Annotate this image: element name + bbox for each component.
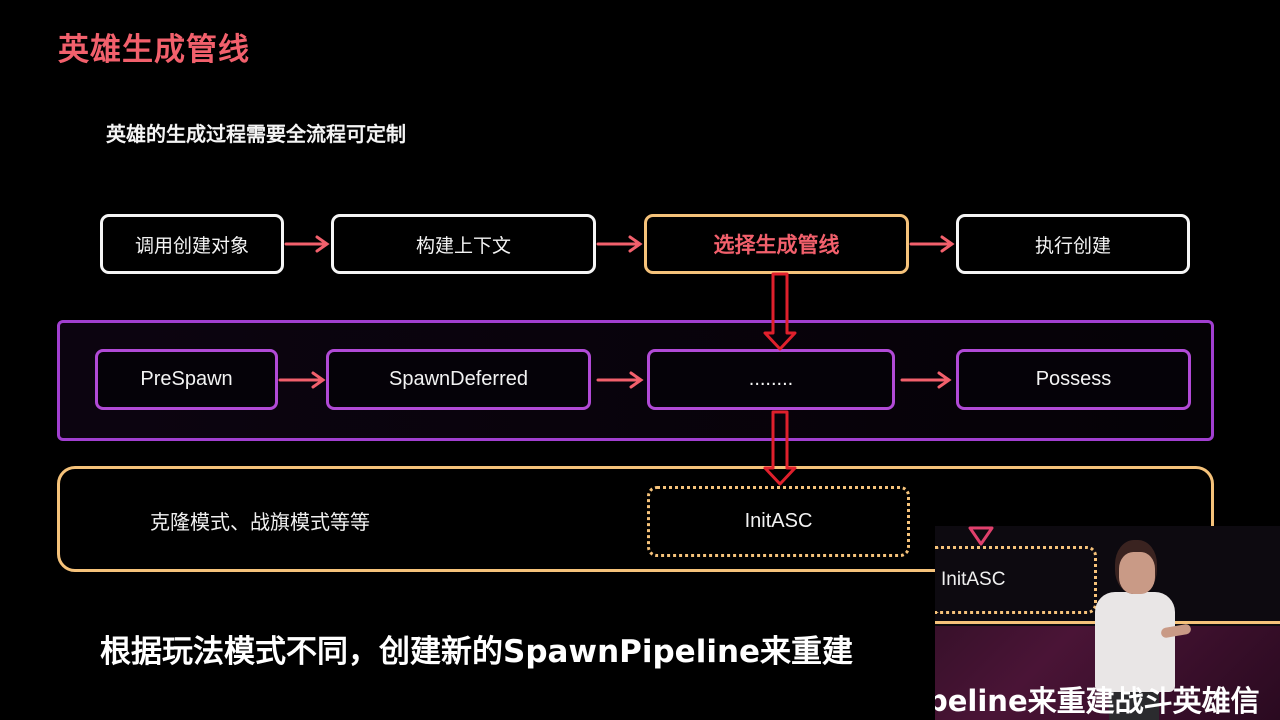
step-label: 选择生成管线	[713, 233, 840, 257]
down-arrow-icon	[763, 272, 797, 351]
step-label: 调用创建对象	[134, 234, 249, 257]
step-label: 执行创建	[1034, 234, 1111, 257]
slide-subtitle: 英雄的生成过程需要全流程可定制	[106, 122, 406, 146]
bottom-caption: 根据玩法模式不同，创建新的SpawnPipeline来重建	[100, 634, 854, 670]
video-init-asc-box: InitASC	[935, 546, 1097, 614]
down-arrow-icon	[763, 410, 797, 486]
video-caption: peline来重建战斗英雄信	[935, 684, 1260, 718]
presenter-video: InitASC peline来重建战斗英雄信	[935, 526, 1280, 720]
right-arrow-icon	[284, 235, 330, 253]
step-execute-create: 执行创建	[956, 214, 1190, 274]
step-call-create: 调用创建对象	[100, 214, 284, 274]
phase-ellipsis: ........	[647, 349, 895, 410]
right-arrow-icon	[596, 371, 644, 389]
presenter-face	[1119, 552, 1155, 594]
right-arrow-icon	[909, 235, 955, 253]
mode-panel	[57, 466, 1214, 572]
right-arrow-icon	[278, 371, 326, 389]
presenter-body	[1095, 592, 1175, 692]
down-arrow-icon	[968, 526, 994, 546]
step-build-context: 构建上下文	[331, 214, 596, 274]
phase-spawn-deferred: SpawnDeferred	[326, 349, 591, 410]
init-asc-label: InitASC	[744, 510, 813, 532]
phase-prespawn: PreSpawn	[95, 349, 278, 410]
slide-title: 英雄生成管线	[58, 32, 250, 68]
right-arrow-icon	[900, 371, 952, 389]
init-asc-box: InitASC	[647, 486, 910, 557]
right-arrow-icon	[596, 235, 643, 253]
video-init-asc-label: InitASC	[941, 569, 1006, 590]
phase-label: PreSpawn	[140, 368, 233, 390]
phase-label: Possess	[1035, 368, 1112, 390]
phase-possess: Possess	[956, 349, 1191, 410]
phase-label: SpawnDeferred	[389, 368, 528, 390]
phase-label: ........	[748, 368, 794, 390]
step-label: 构建上下文	[415, 234, 511, 257]
mode-text: 克隆模式、战旗模式等等	[150, 510, 370, 534]
